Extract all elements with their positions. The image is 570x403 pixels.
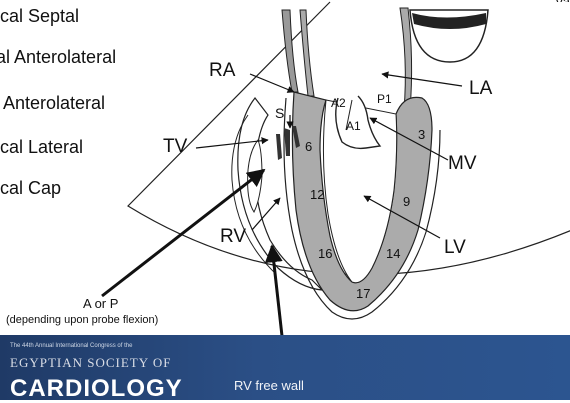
- label-ra: RA: [209, 60, 235, 82]
- label-mv: MV: [448, 153, 477, 175]
- society-name: EGYPTIAN SOCIETY OF: [10, 355, 172, 371]
- segment-14: 14: [386, 246, 400, 261]
- congress-small-text: The 44th Annual International Congress o…: [10, 343, 132, 349]
- cardiology-logo-text: CARDIOLOGY: [10, 375, 183, 403]
- segment-16: 16: [318, 246, 332, 261]
- segment-9: 9: [403, 194, 410, 209]
- label-s: S: [275, 105, 284, 121]
- segment-6: 6: [305, 139, 312, 154]
- label-p1: P1: [377, 92, 392, 106]
- segment-17: 17: [356, 286, 370, 301]
- label-rv: RV: [220, 226, 246, 248]
- probe-flexion-note: (depending upon probe flexion): [6, 314, 158, 326]
- label-a-or-p: A or P: [83, 296, 118, 311]
- segment-3: 3: [418, 127, 425, 142]
- label-a1: A1: [346, 119, 361, 133]
- label-tv: TV: [163, 136, 187, 158]
- label-lv: LV: [444, 237, 466, 259]
- label-a2: A2: [331, 96, 346, 110]
- label-rv-free-wall: RV free wall: [234, 378, 304, 393]
- segment-12: 12: [310, 187, 324, 202]
- label-la: LA: [469, 78, 492, 100]
